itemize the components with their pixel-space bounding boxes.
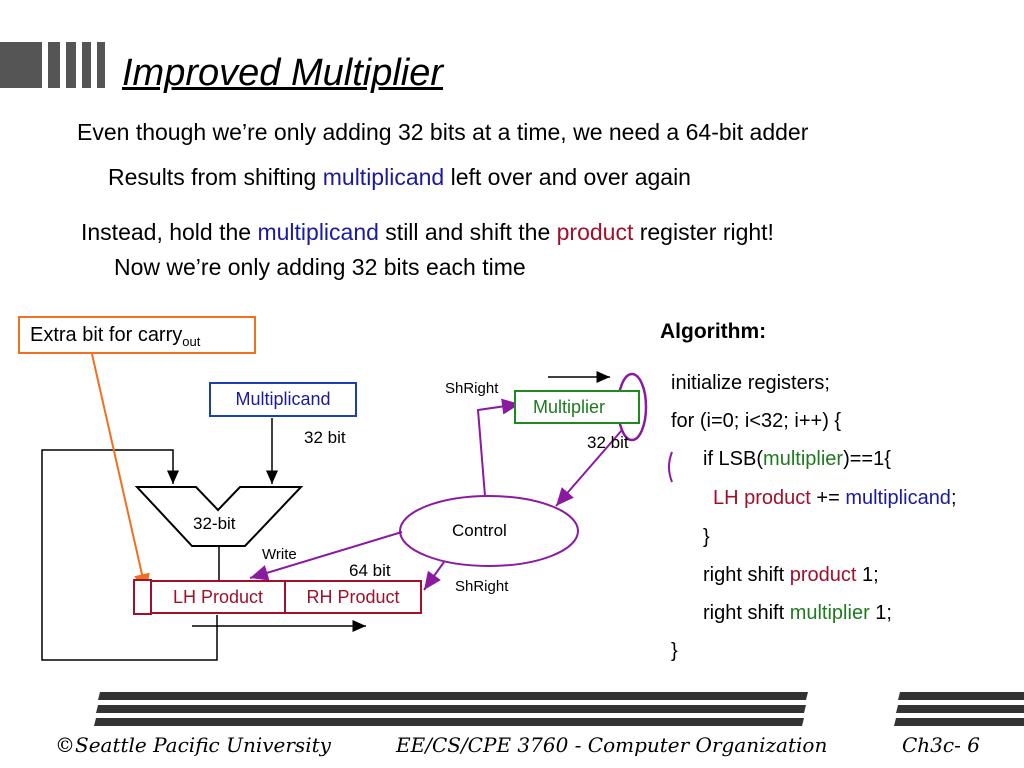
algo-line-6: right shift product 1; [703,564,879,587]
multiplier-to-control-line [555,429,623,507]
algo-line-6-product: product [789,564,857,586]
write-signal-label: Write [262,546,297,563]
bullet-2-pre: Results from shifting [108,164,323,190]
bullet-3: Instead, hold the multiplicand still and… [81,219,774,246]
callout-pointer-line [91,353,150,593]
algo-line-3: if LSB(multiplier)==1{ [703,448,891,471]
algorithm-bracket-mark [668,451,673,483]
bullet-2: Results from shifting multiplicand left … [108,164,691,191]
control-write-line [249,531,403,581]
bullet-3-multiplicand: multiplicand [257,219,379,245]
algo-line-4-multiplicand: multiplicand [845,487,951,509]
algo-line-8: } [671,640,678,662]
callout-subscript: out [182,334,201,349]
algo-line-6-pre: right shift [703,564,790,586]
algo-line-4: LH product += multiplicand; [713,487,957,510]
algo-line-7-multiplier: multiplier [789,602,870,624]
alu-label: 32-bit [193,514,236,533]
lh-product-register: LH Product [150,580,286,614]
algo-line-7-pre: right shift [703,602,790,624]
algo-line-4-product: LH product [713,487,811,509]
algo-line-3-post: )==1{ [843,448,891,470]
product-width-label: 64 bit [349,561,391,580]
bullet-2-post: left over and over again [444,164,691,190]
algo-line-4-post: ; [950,487,957,509]
footer-page-number: Ch3c- 6 [902,733,980,757]
footer-course: EE/CS/CPE 3760 - Computer Organization [396,733,828,757]
multiplier-register: Multiplier [514,390,640,424]
slide-title: Improved Multiplier [122,52,443,94]
footer-university: ©Seattle Pacific University [55,733,331,757]
algo-line-3-pre: if LSB( [703,448,764,470]
bullet-3-post: register right! [633,219,774,245]
multiplicand-width-label: 32 bit [304,428,346,447]
multiplier-width-label: 32 bit [587,433,629,452]
algo-line-1: initialize registers; [671,372,830,394]
algo-line-7: right shift multiplier 1; [703,602,892,625]
control-ellipse [399,495,579,567]
rh-product-register: RH Product [284,580,422,614]
carry-bit-box [133,579,152,615]
feedback-loop-line [41,449,218,661]
algo-line-5: } [703,526,710,548]
control-shright-line [423,561,445,591]
title-bars-decoration [0,42,105,88]
bullet-1: Even though we’re only adding 32 bits at… [77,119,809,145]
shright-multiplier-label: ShRight [445,380,499,397]
bullet-4: Now we’re only adding 32 bits each time [114,254,526,280]
algorithm-title: Algorithm: [660,320,767,343]
algo-line-2: for (i=0; i<32; i++) { [671,410,842,432]
shright-product-label: ShRight [455,578,509,595]
algo-line-6-post: 1; [856,564,879,586]
algo-line-7-post: 1; [869,602,892,624]
algo-line-3-multiplier: multiplier [763,448,844,470]
callout-text: Extra bit for carry [30,324,183,346]
algo-line-4-mid: += [810,487,846,509]
bullet-2-multiplicand: multiplicand [322,164,445,190]
multiplicand-register: Multiplicand [209,382,357,417]
footer-bars-decoration [94,692,1024,726]
bullet-3-mid: still and shift the [378,219,557,245]
alu-shape [134,486,304,547]
control-to-multiplier-line [476,398,521,497]
bullet-3-pre: Instead, hold the [81,219,258,245]
bullet-3-product: product [556,219,634,245]
carry-callout: Extra bit for carryout [18,316,256,354]
control-label: Control [452,521,507,540]
